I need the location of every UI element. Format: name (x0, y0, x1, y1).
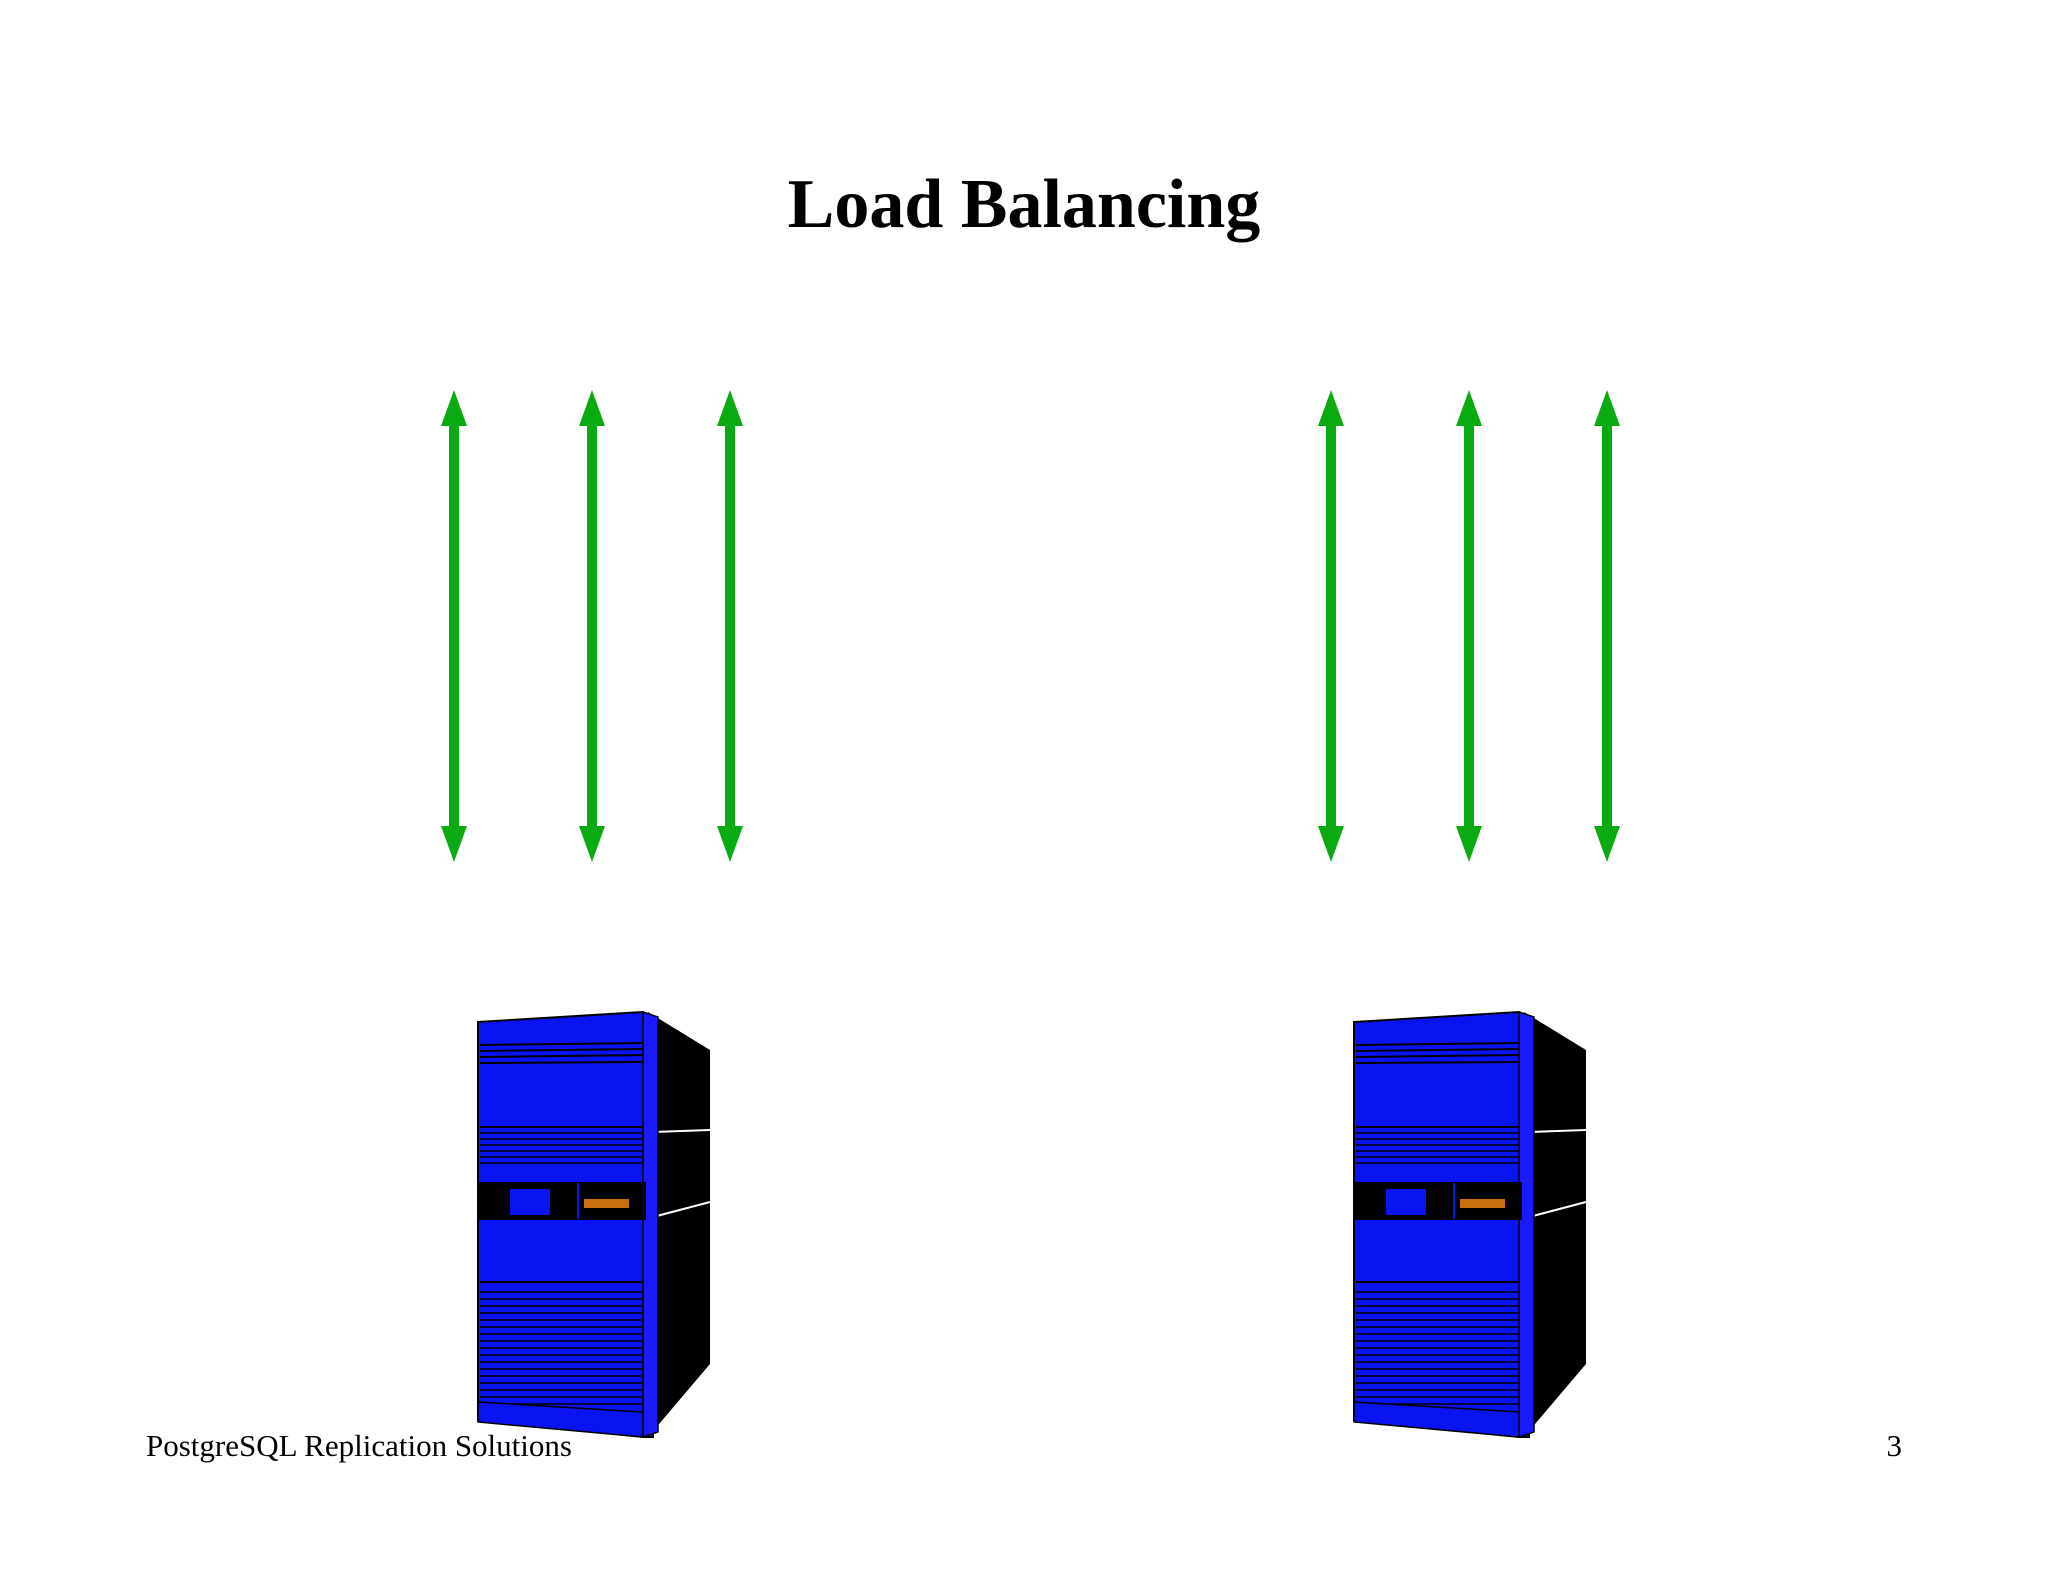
server-tower-icon (1353, 1011, 1587, 1438)
double-headed-arrow-icon (579, 390, 605, 862)
double-headed-arrow-icon (1594, 390, 1620, 862)
double-headed-arrow-icon (441, 390, 467, 862)
server-tower-icon (477, 1011, 711, 1438)
footer-title: PostgreSQL Replication Solutions (146, 1428, 572, 1463)
double-headed-arrow-icon (1456, 390, 1482, 862)
double-headed-arrow-icon (1318, 390, 1344, 862)
page-number: 3 (1886, 1428, 1903, 1463)
slide-title: Load Balancing (787, 166, 1261, 243)
double-headed-arrow-icon (717, 390, 743, 862)
